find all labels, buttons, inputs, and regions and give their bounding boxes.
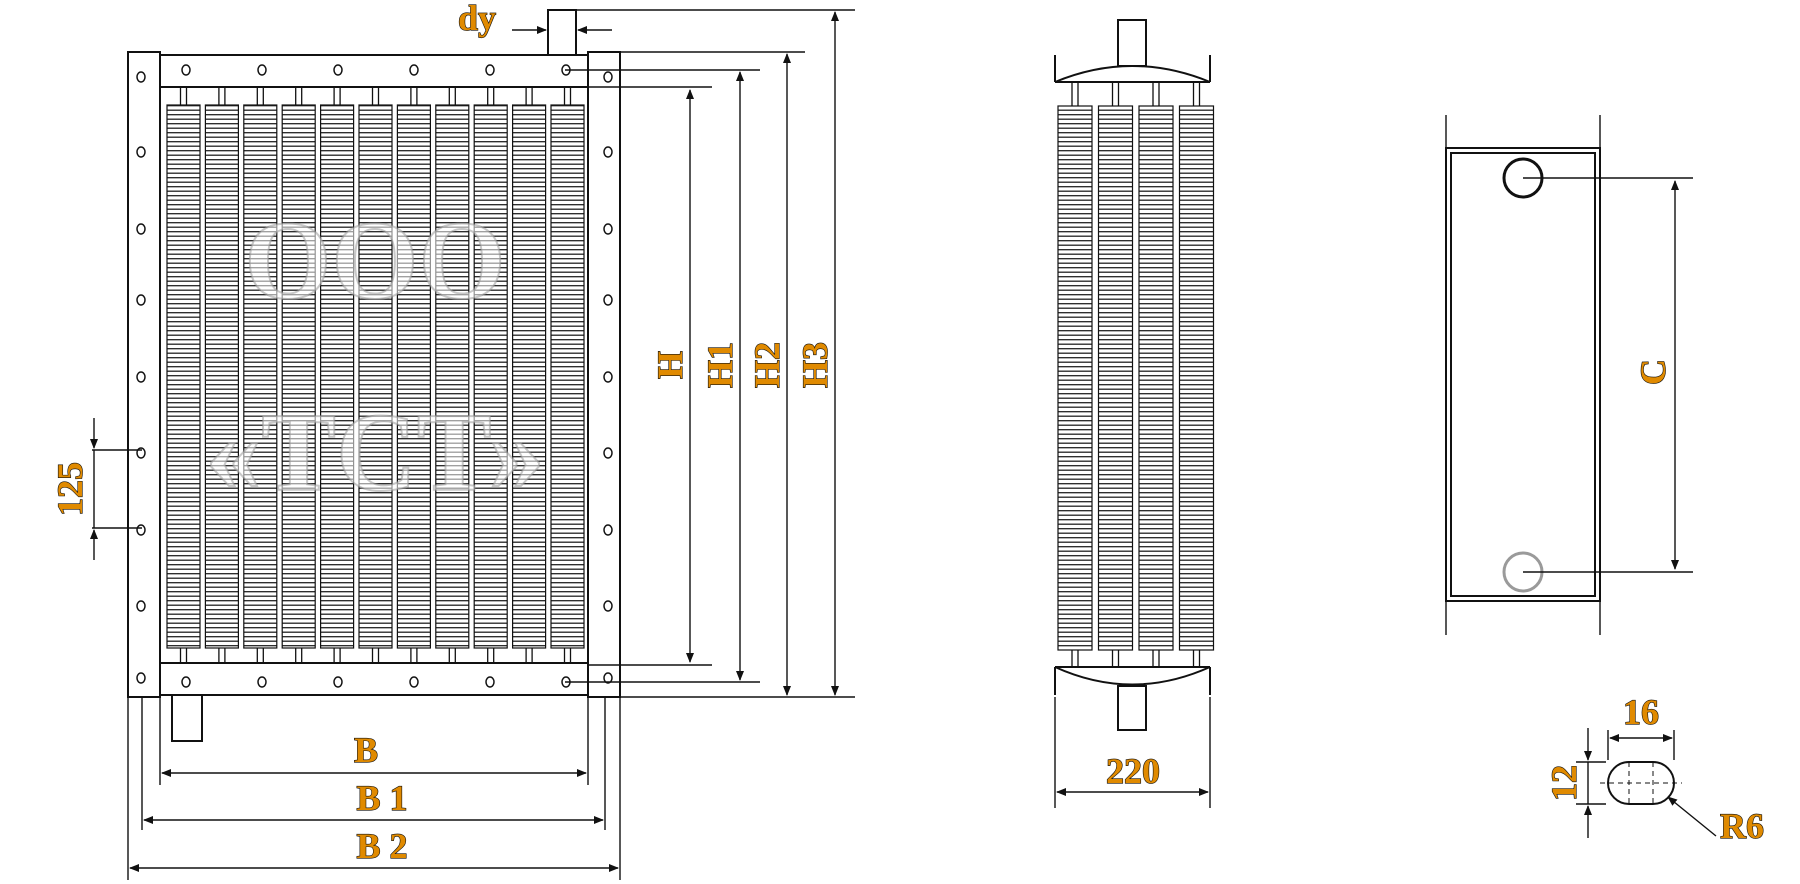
depth-dimension: 220 (1054, 697, 1211, 808)
B2-label: B 2 (356, 826, 407, 866)
H1-label: H1 (700, 342, 740, 388)
radius-callout: R6 (1667, 796, 1765, 847)
fin-tube (320, 104, 355, 649)
side-fin-tube (1178, 105, 1215, 651)
bottom-header-hole (409, 676, 419, 688)
dy-label: dy (458, 0, 496, 38)
left-rail-hole (136, 223, 146, 235)
B1-label: B 1 (356, 778, 407, 818)
right-rail-hole (603, 71, 613, 83)
right-rail-hole (603, 223, 613, 235)
mounting-holes (136, 64, 613, 688)
fin-tube (281, 104, 316, 649)
top-header-hole (485, 64, 495, 76)
left-rail-hole (136, 524, 146, 536)
side-top-header (1054, 65, 1211, 83)
left-rail-hole (136, 146, 146, 158)
watermark-line2: «ТСТ» (205, 391, 544, 515)
watermark: OOO «ТСТ» (204, 198, 545, 516)
flange-outer (1445, 147, 1601, 602)
front-view: OOO «ТСТ» dy H H1 (49, 0, 855, 880)
fin-tube (473, 104, 508, 649)
side-fin-tube (1097, 105, 1134, 651)
fin-tube (243, 104, 278, 649)
bottom-header-hole (257, 676, 267, 688)
side-fin-tube (1138, 105, 1174, 651)
B1-dimension: B 1 (143, 777, 604, 824)
pitch-dimension: 125 (49, 418, 142, 560)
fin-tube (435, 104, 470, 649)
top-header-hole (181, 64, 191, 76)
watermark-line1: OOO (244, 199, 505, 323)
H3-label: H3 (795, 342, 835, 388)
left-rail-hole (136, 600, 146, 612)
H3-dimension: H3 (794, 10, 839, 696)
top-header-hole (257, 64, 267, 76)
slot-width-dimension: 16 (1607, 691, 1675, 760)
fin-tube (511, 104, 547, 649)
right-rail-hole (603, 294, 613, 306)
top-header (159, 54, 589, 88)
fin-tube (550, 104, 585, 649)
side-top-pipe (1117, 19, 1147, 67)
fin-tube (358, 104, 393, 649)
top-header-hole (409, 64, 419, 76)
bottom-header-hole (485, 676, 495, 688)
C-dimension: C (1523, 177, 1693, 573)
right-rail-hole (603, 600, 613, 612)
dy-dimension: dy (457, 0, 612, 39)
B-dimension: B (161, 729, 587, 777)
left-rail-hole (136, 294, 146, 306)
bottom-header-hole (181, 676, 191, 688)
bottom-outlet-pipe (171, 694, 203, 742)
top-inlet-pipe (547, 9, 577, 56)
side-bottom-header (1054, 666, 1211, 686)
H2-label: H2 (747, 342, 787, 388)
side-fin-tubes (1057, 82, 1215, 667)
left-side-rail (127, 51, 161, 698)
side-fin-tube (1057, 105, 1093, 651)
pitch-label: 125 (50, 462, 90, 516)
right-rail-hole (603, 524, 613, 536)
H-dimension: H (649, 89, 694, 663)
bottom-header (159, 662, 589, 696)
right-rail-hole (603, 672, 613, 684)
height-extension-lines (565, 9, 855, 698)
right-rail-hole (603, 447, 613, 459)
bottom-header-hole (333, 676, 343, 688)
B2-dimension: B 2 (129, 825, 619, 872)
left-rail-hole (136, 71, 146, 83)
depth-label: 220 (1106, 751, 1160, 791)
side-view: 220 (1054, 19, 1215, 808)
right-rail-hole (603, 146, 613, 158)
H2-dimension: H2 (746, 53, 791, 696)
top-header-hole (333, 64, 343, 76)
left-rail-hole (136, 371, 146, 383)
slot-detail: 16 12 R6 (1543, 691, 1765, 847)
fin-tube (396, 104, 431, 649)
radius-label: R6 (1720, 806, 1764, 846)
C-label: C (1633, 359, 1673, 385)
slot-height-label: 12 (1544, 765, 1584, 801)
H-label: H (650, 351, 690, 379)
fin-tube (166, 104, 201, 649)
flange-inner (1450, 152, 1596, 597)
slot-width-label: 16 (1623, 692, 1659, 732)
left-rail-hole (136, 672, 146, 684)
H1-dimension: H1 (699, 71, 744, 681)
B-label: B (354, 730, 378, 770)
width-extension-lines (127, 697, 621, 880)
side-bottom-pipe (1117, 685, 1147, 731)
flange-view: C (1445, 115, 1693, 635)
right-rail-hole (603, 371, 613, 383)
slot-height-dimension: 12 (1543, 728, 1606, 838)
front-fin-tubes (166, 87, 585, 663)
fin-tube (204, 104, 239, 649)
